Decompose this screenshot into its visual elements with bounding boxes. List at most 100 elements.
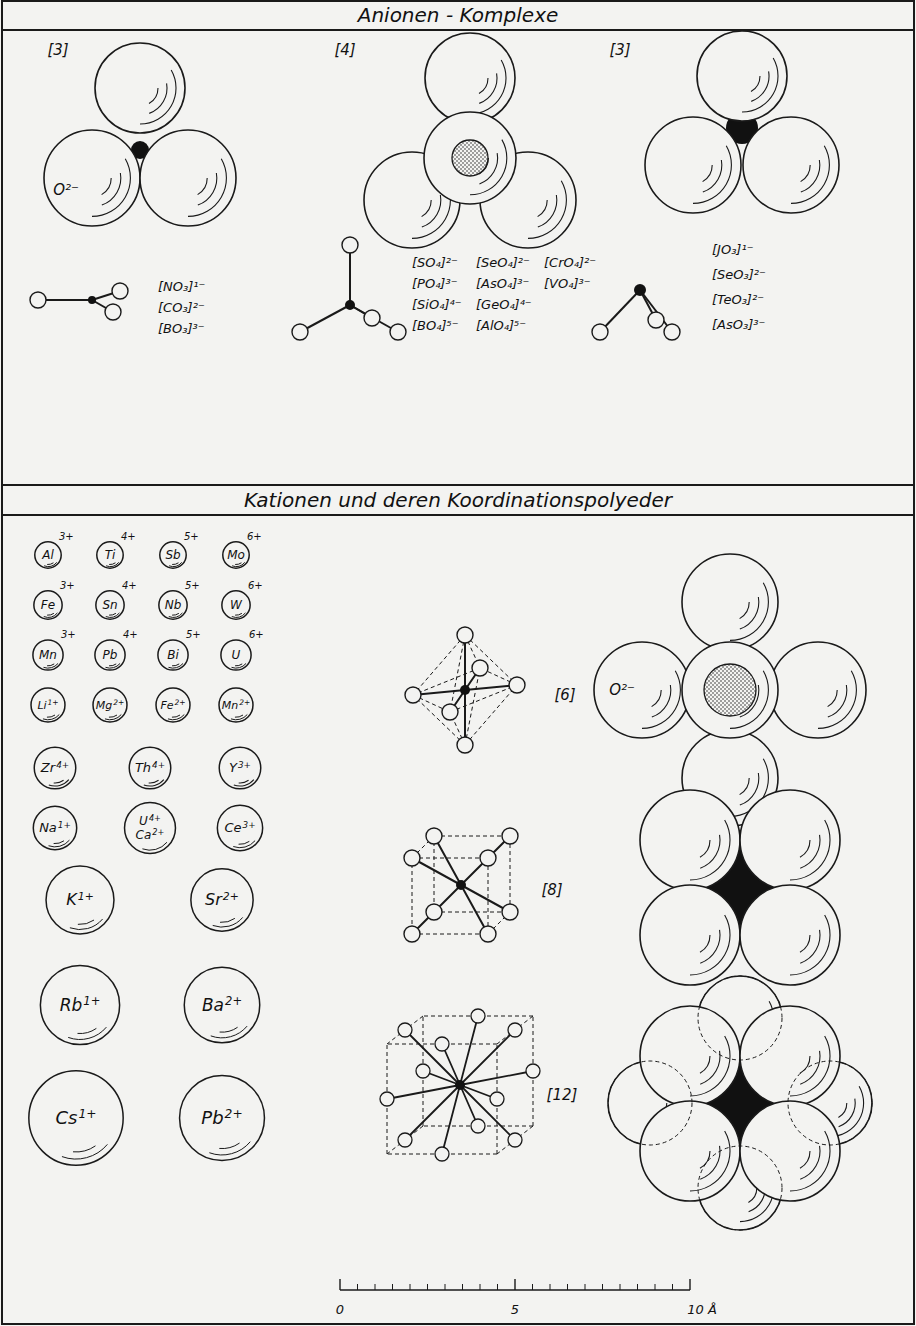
cubic-packing <box>740 885 840 985</box>
ion-charge: 1+ <box>78 1107 96 1121</box>
ion-charge: 2+ <box>223 890 239 903</box>
ion-line: Sr2+ <box>205 891 239 909</box>
anion-formula: [TeO₃]²⁻ <box>712 293 764 307</box>
trigonal-anion-packing <box>140 130 236 226</box>
shading-arc <box>231 714 247 719</box>
ion-text: Ce3+ <box>216 804 264 852</box>
sphere-outline <box>221 640 251 670</box>
shading-arc <box>169 663 184 668</box>
coordination-number: [8] <box>541 882 562 899</box>
element-symbol: Cs <box>56 1107 78 1128</box>
element-symbol: Ti <box>105 548 116 562</box>
cuboctahedron-polyhedron <box>416 1064 430 1078</box>
shading-arc <box>239 780 249 783</box>
ion-line: Mn <box>39 649 57 662</box>
cation-circle: Fe2+ <box>155 687 191 723</box>
ion-text: Cs1+ <box>26 1068 126 1168</box>
trigonal-ball-stick <box>30 283 128 320</box>
tetrahedral-anion-packing <box>452 140 488 176</box>
anion-formula: [CO₃]²⁻ <box>158 301 205 315</box>
sphere-outline <box>33 640 63 670</box>
element-symbol: Li <box>37 699 46 712</box>
ion-line: Ce3+ <box>224 821 255 835</box>
element-symbol: Fe <box>160 699 173 712</box>
cation-circle: Mo6+ <box>222 541 250 569</box>
ion-charge: 3+ <box>243 820 256 830</box>
shading-arc <box>68 1027 106 1039</box>
cation-circle: U4+Ca2+ <box>123 801 177 855</box>
cation-circle: U6+ <box>220 639 252 671</box>
ion-text: Sn <box>95 590 125 620</box>
octahedral-packing <box>594 642 690 738</box>
tetrahedral-ball-stick <box>292 324 308 340</box>
octahedron-polyhedron <box>460 685 470 695</box>
sphere-outline <box>33 806 76 849</box>
ion-text: Al <box>34 541 62 569</box>
ion-text: Fe <box>33 590 63 620</box>
pyramidal-ball-stick <box>648 312 664 328</box>
ion-charge: 1+ <box>58 820 71 830</box>
shading-arc <box>105 714 121 719</box>
shading-arc <box>142 842 167 850</box>
cuboctahedron-polyhedron <box>490 1092 504 1106</box>
element-symbol: Th <box>135 760 151 775</box>
shading-arc <box>172 563 178 565</box>
ion-charge: 4+ <box>121 532 136 542</box>
sphere-outline <box>96 591 124 619</box>
element-symbol: Rb <box>60 995 83 1015</box>
ion-text: Pb <box>94 639 126 671</box>
cuboctahedral-packing <box>698 976 782 1060</box>
ion-charge: 6+ <box>247 532 262 542</box>
sphere-outline <box>97 542 123 568</box>
cubic-packing <box>640 885 740 985</box>
shading-arc <box>232 562 245 566</box>
ion-line: Bi <box>167 649 179 662</box>
coordination-number: [3] <box>47 42 68 59</box>
cuboctahedron-polyhedron <box>508 1023 522 1037</box>
shading-arc <box>235 664 242 666</box>
element-symbol: Mo <box>227 548 245 562</box>
shading-arc <box>73 1146 95 1152</box>
cation-circle: K1+ <box>44 864 116 936</box>
sphere-outline <box>159 591 187 619</box>
cation-circle: Li1+ <box>30 687 66 723</box>
shading-arc <box>47 613 54 615</box>
tetrahedral-anion-packing <box>424 112 516 204</box>
anion-formula: [JO₃]¹⁻ <box>712 243 754 257</box>
ion-text: Mn <box>32 639 64 671</box>
element-symbol: Zr <box>41 760 55 775</box>
ion-charge: 3+ <box>61 630 76 640</box>
octahedral-packing <box>704 664 756 716</box>
ion-line: Th4+ <box>135 761 165 775</box>
scale-bar <box>340 1279 690 1290</box>
element-symbol: Mn <box>39 648 57 662</box>
element-symbol: Bi <box>167 648 179 662</box>
shading-arc <box>220 1027 238 1032</box>
element-symbol: Sb <box>165 548 180 562</box>
sphere-outline <box>34 747 76 789</box>
ion-charge: 3+ <box>59 532 74 542</box>
ion-charge: 2+ <box>225 1107 243 1121</box>
ion-charge: 2+ <box>239 698 250 707</box>
cation-circle: Ti4+ <box>96 541 124 569</box>
shading-arc <box>220 918 235 922</box>
sphere-outline <box>191 869 253 931</box>
scale-number: 0 <box>336 1303 344 1317</box>
ion-line: Sn <box>102 599 117 612</box>
ion-charge: 2+ <box>152 827 164 837</box>
cuboctahedron-polyhedron <box>380 1092 394 1106</box>
ion-charge: 2+ <box>175 698 186 707</box>
ion-line: Fe <box>41 599 55 612</box>
cation-circle: Cs1+ <box>26 1068 126 1168</box>
anion-formula: [SeO₄]²⁻ <box>476 256 530 270</box>
anion-formula: [VO₄]³⁻ <box>544 277 591 291</box>
sphere-outline <box>95 640 125 670</box>
ion-line: U <box>232 649 241 662</box>
ion-line: U4+ <box>139 814 161 828</box>
ion-line: Rb1+ <box>60 995 101 1015</box>
octahedron-polyhedron <box>457 737 473 753</box>
element-symbol: Ca <box>136 828 152 842</box>
tetrahedral-anion-packing <box>364 33 576 248</box>
